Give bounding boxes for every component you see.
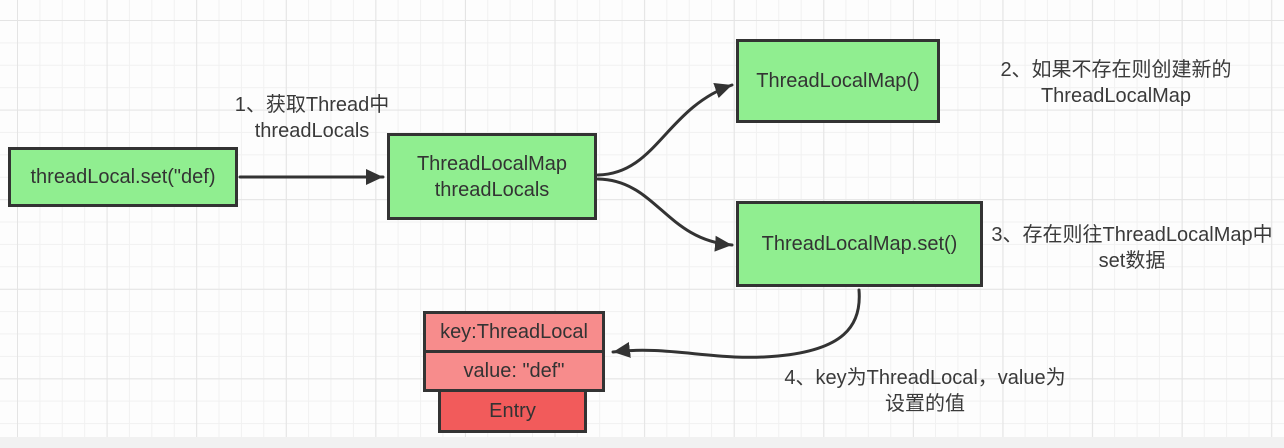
node-label: Entry — [489, 400, 536, 422]
annotation-step2: 2、如果不存在则创建新的 ThreadLocalMap — [948, 57, 1284, 109]
node-label-line1: ThreadLocalMap — [416, 152, 568, 175]
annotation-line2: threadLocals — [254, 120, 370, 142]
annotation-line2: 设置的值 — [885, 393, 965, 415]
node-entry-key: key:ThreadLocal — [423, 311, 605, 353]
node-label: ThreadLocalMap.set() — [761, 233, 958, 255]
node-entry-value: value: "def" — [423, 350, 605, 392]
annotation-line2: ThreadLocalMap — [1040, 85, 1192, 107]
annotation-line1: 3、存在则往ThreadLocalMap中 — [991, 224, 1273, 246]
node-label: threadLocal.set("def) — [30, 166, 216, 188]
node-threadlocalmap-set: ThreadLocalMap.set() — [736, 201, 983, 287]
annotation-step1: 1、获取Thread中 threadLocals — [212, 92, 412, 144]
node-threadlocalmap-threadlocals: ThreadLocalMap threadLocals — [387, 133, 597, 220]
annotation-step4: 4、key为ThreadLocal，value为 设置的值 — [765, 365, 1085, 417]
node-label: value: "def" — [463, 360, 565, 382]
annotation-line1: 2、如果不存在则创建新的 — [1000, 59, 1232, 81]
node-label: key:ThreadLocal — [440, 321, 588, 343]
annotation-line2: set数据 — [1098, 250, 1166, 272]
node-entry: Entry — [438, 389, 587, 433]
node-label-line2: threadLocals — [434, 178, 550, 201]
node-threadlocal-set-call: threadLocal.set("def) — [8, 147, 238, 207]
annotation-step3: 3、存在则往ThreadLocalMap中 set数据 — [980, 222, 1284, 274]
node-label: ThreadLocalMap() — [756, 70, 920, 92]
node-threadlocalmap-constructor: ThreadLocalMap() — [736, 39, 940, 123]
annotation-line1: 4、key为ThreadLocal，value为 — [784, 367, 1066, 389]
annotation-line1: 1、获取Thread中 — [234, 94, 390, 116]
